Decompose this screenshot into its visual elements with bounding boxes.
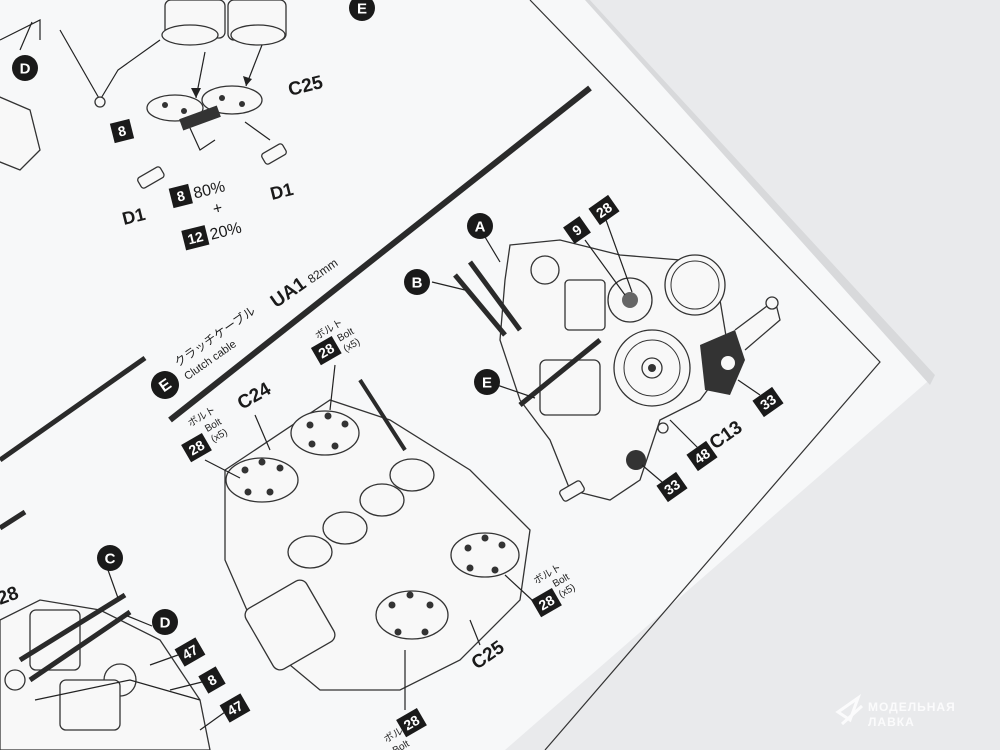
bolt-note-top: 28 ボルト Bolt (x5) <box>310 317 362 366</box>
number-badge-8-a: 8 <box>109 118 135 144</box>
badge-e-top: E <box>349 0 375 21</box>
svg-text:47: 47 <box>179 641 201 663</box>
svg-text:B: B <box>412 275 423 292</box>
number-badge-47-b: 47 <box>219 693 251 723</box>
svg-text:12: 12 <box>186 228 205 247</box>
watermark-line2: ЛАВКА <box>868 715 915 729</box>
svg-text:8: 8 <box>175 187 187 204</box>
svg-text:28: 28 <box>316 340 338 362</box>
svg-text:8: 8 <box>116 122 128 139</box>
number-badge-33-b: 33 <box>656 471 688 503</box>
carburetor-assembly <box>0 0 287 189</box>
watermark: МОДЕЛЬНАЯ ЛАВКА <box>835 694 956 729</box>
badge-c: C <box>97 545 123 571</box>
number-badge-48: 48 <box>686 440 718 472</box>
number-badge-33-a: 33 <box>752 386 784 418</box>
divider-bar-top <box>168 85 592 423</box>
badge-d-bottom: D <box>152 609 178 635</box>
number-badge-8-b: 8 <box>198 666 226 694</box>
badge-d-top: D <box>12 55 38 81</box>
watermark-line1: МОДЕЛЬНАЯ <box>868 700 956 714</box>
svg-text:D: D <box>160 615 171 632</box>
model-lavka-logo-icon <box>835 694 864 726</box>
paint-mix-note: 8 80% + 12 20% <box>168 178 243 251</box>
number-28-partial: 28 <box>0 583 22 610</box>
svg-text:A: A <box>475 219 486 236</box>
page-frame <box>529 0 881 750</box>
number-badge-28-a: 28 <box>588 194 620 226</box>
svg-text:28: 28 <box>536 592 558 614</box>
engine-block-center <box>224 399 531 691</box>
badge-e-right: E <box>474 369 500 395</box>
divider-bar-left-2 <box>0 509 27 531</box>
svg-text:+: + <box>211 200 224 219</box>
svg-text:47: 47 <box>224 697 246 719</box>
badge-b: B <box>404 269 430 295</box>
svg-text:28: 28 <box>401 712 423 734</box>
svg-text:28: 28 <box>186 437 208 459</box>
clutch-cable-b <box>453 273 507 337</box>
cable-c-a <box>18 592 127 663</box>
divider-bar-left <box>0 355 147 463</box>
paper-shadow <box>585 0 935 385</box>
number-badge-47-a: 47 <box>174 637 206 667</box>
cable-c-b <box>28 609 132 683</box>
svg-text:E: E <box>357 1 367 18</box>
svg-text:C: C <box>105 551 116 568</box>
number-badge-9: 9 <box>563 216 591 244</box>
svg-text:E: E <box>482 375 492 392</box>
engine-clutch-side <box>499 239 781 502</box>
clutch-cable-a <box>467 260 523 332</box>
badge-a: A <box>467 213 493 239</box>
clutch-cable-e <box>518 338 602 407</box>
svg-text:Bolt: Bolt <box>391 738 412 750</box>
svg-text:D: D <box>20 61 31 78</box>
